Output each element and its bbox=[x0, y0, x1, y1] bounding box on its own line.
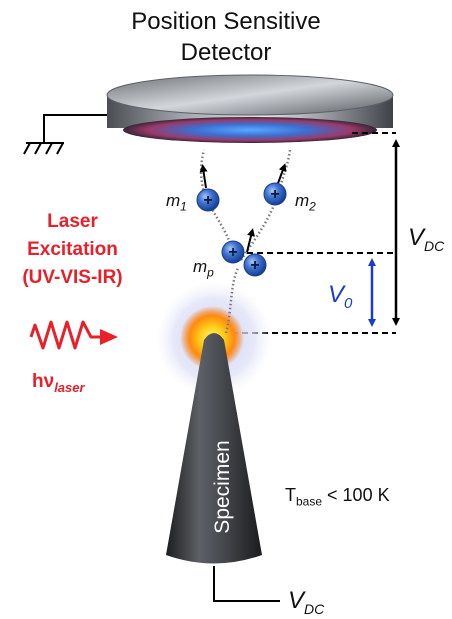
laser-label-line3: (UV-VIS-IR) bbox=[22, 267, 123, 288]
photon-energy-label: hνlaser bbox=[32, 371, 85, 395]
laser-wave-icon bbox=[29, 320, 118, 350]
svg-text:+: + bbox=[250, 257, 259, 274]
specimen-tip bbox=[166, 333, 262, 564]
ion-m2: + bbox=[263, 182, 287, 206]
label-v0: V0 bbox=[328, 281, 353, 312]
laser-label-line1: Laser bbox=[47, 211, 98, 232]
detector-title-line1: Position Sensitive bbox=[131, 8, 321, 35]
label-mp: mp bbox=[193, 257, 214, 280]
label-m1: m1 bbox=[166, 191, 187, 214]
label-vdc-bottom: VDC bbox=[288, 587, 325, 617]
ion-trajectories bbox=[199, 149, 292, 334]
detector-title-line2: Detector bbox=[180, 39, 272, 66]
ion-m1: + bbox=[196, 188, 220, 212]
svg-text:+: + bbox=[228, 244, 237, 261]
svg-text:+: + bbox=[203, 192, 212, 209]
detector-disc bbox=[106, 74, 394, 143]
ground-symbol bbox=[23, 114, 112, 155]
specimen-label: Specimen bbox=[211, 440, 234, 533]
specimen-voltage-lead bbox=[213, 566, 280, 602]
svg-text:+: + bbox=[270, 186, 279, 203]
label-m2: m2 bbox=[295, 191, 316, 214]
label-temperature: Tbase < 100 K bbox=[285, 485, 390, 509]
reference-lines bbox=[232, 132, 396, 334]
ion-direction-arrows bbox=[199, 163, 287, 253]
ion-mp-right: + bbox=[243, 253, 267, 277]
detector-face bbox=[123, 117, 377, 143]
laser-label-line2: Excitation bbox=[27, 239, 118, 260]
ion-mp-left: + bbox=[221, 240, 245, 264]
label-vdc-right: VDC bbox=[408, 224, 445, 254]
